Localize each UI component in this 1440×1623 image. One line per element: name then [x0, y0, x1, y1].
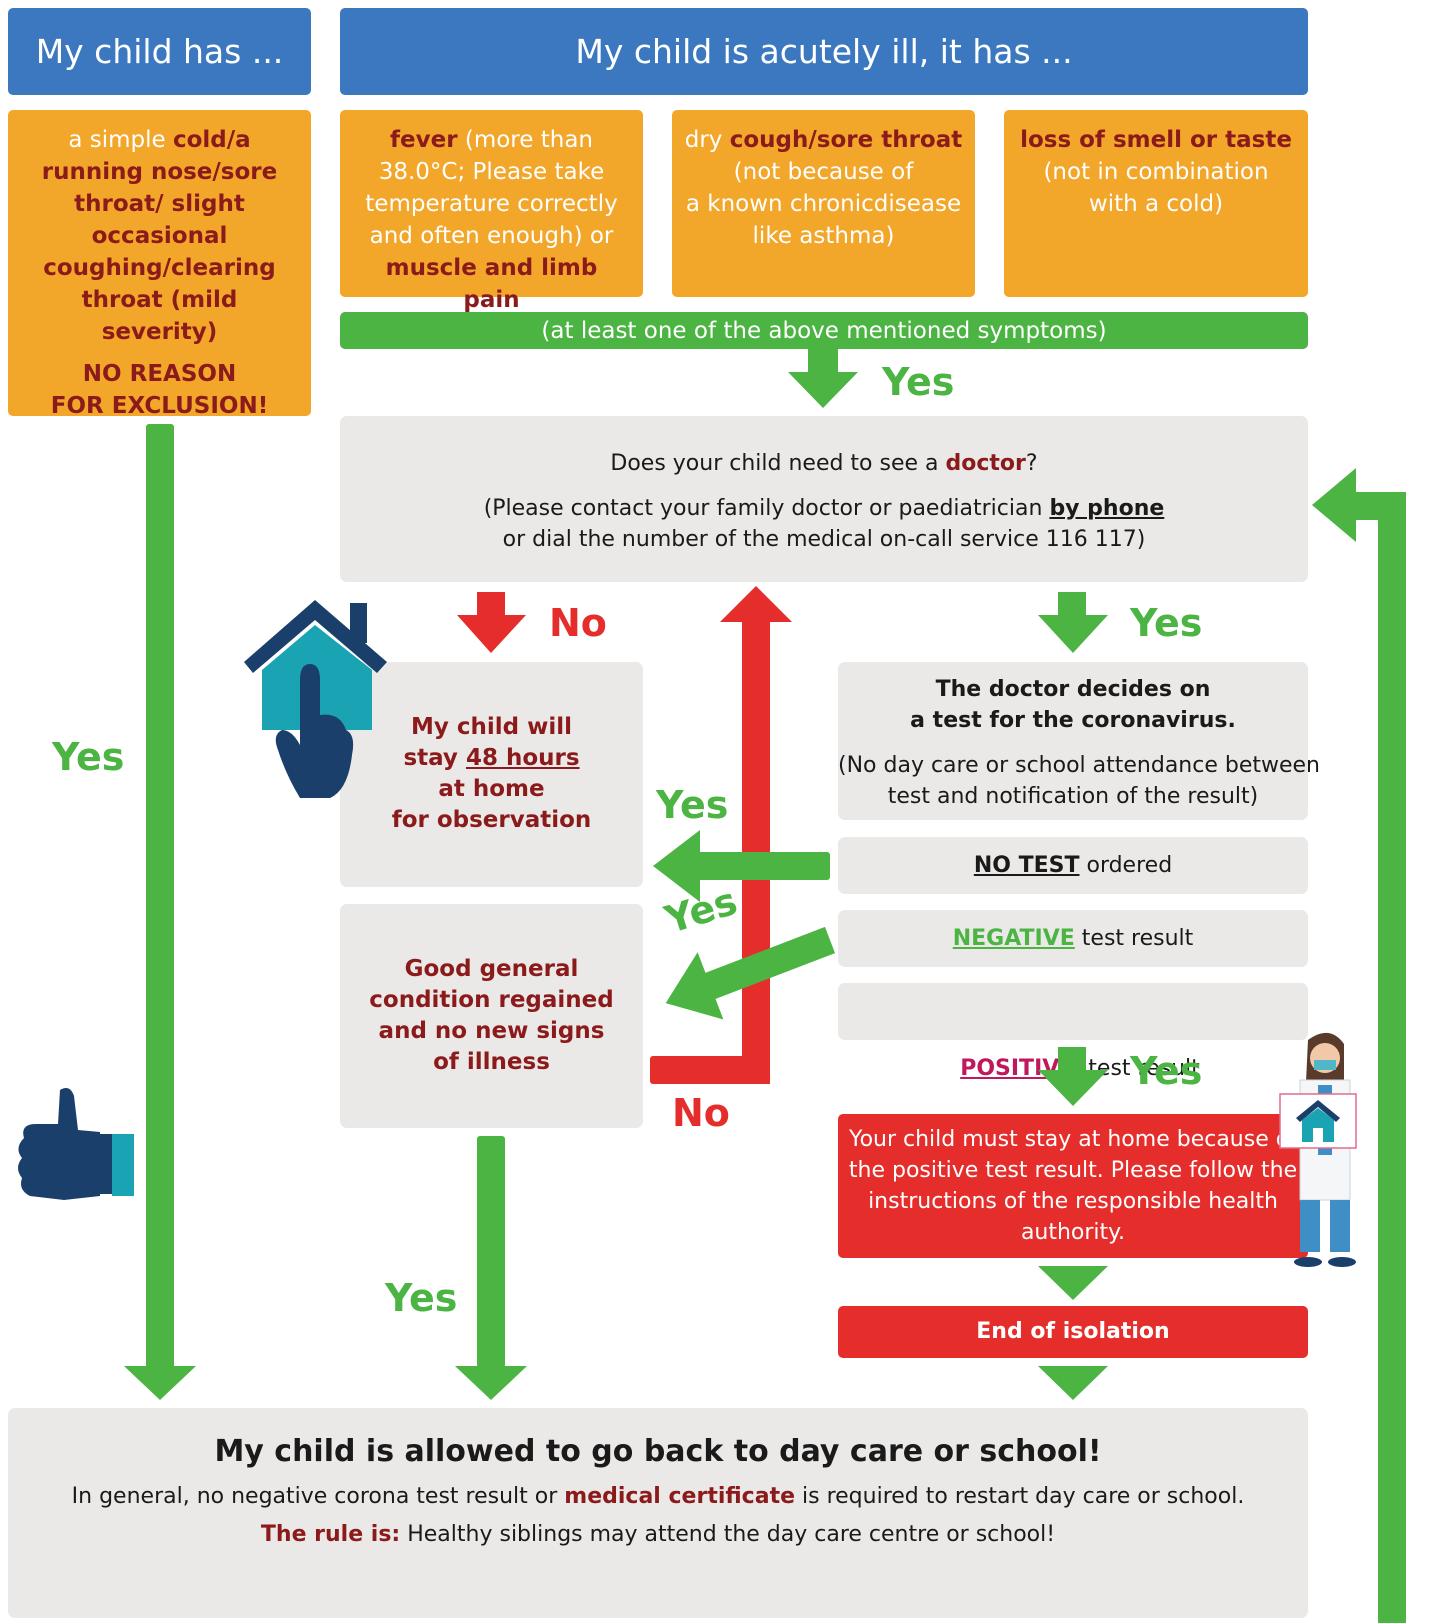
good-line-4: of illness	[433, 1049, 550, 1075]
no-reason-label: NO REASON	[82, 361, 237, 387]
certificate-text-2: is required to restart day care or schoo…	[795, 1484, 1245, 1509]
cough-note-3: like asthma)	[752, 223, 895, 249]
doctor-no-label: No	[549, 601, 607, 645]
for-exclusion-label: FOR EXCLUSION!	[50, 393, 269, 419]
positive-yes-label: Yes	[1130, 1049, 1203, 1093]
fever-label: fever	[390, 127, 458, 153]
no-test-label: NO TEST	[973, 853, 1080, 878]
thumbs-up-icon	[18, 1088, 134, 1200]
left-yes-arrow-shaft	[146, 424, 174, 1368]
good-line-1: Good general	[404, 956, 579, 982]
good-line-2: condition regained	[369, 987, 614, 1013]
doctor-question: Does your child need to see a	[610, 451, 946, 476]
doctor-yes-arrow-head	[1038, 615, 1108, 653]
home-line-4: for observation	[391, 807, 592, 833]
test-line-4: test and notification of the result)	[887, 784, 1259, 809]
good-yes-arrow-head	[455, 1366, 527, 1400]
negative-text: test result	[1074, 926, 1194, 951]
symptom-yes-arrow-shaft	[808, 349, 838, 374]
on-call-text: or dial the number of the medical on-cal…	[502, 527, 1146, 552]
home-line-2: stay	[403, 745, 466, 771]
back-to-school-title: My child is allowed to go back to day ca…	[214, 1434, 1102, 1469]
test-line-1: The doctor decides on	[935, 677, 1211, 702]
certificate-text-1: In general, no negative corona test resu…	[71, 1484, 565, 1509]
left-yes-label: Yes	[52, 735, 125, 779]
cough-box: dry cough/sore throat (not because of a …	[672, 110, 975, 297]
good-yes-arrow-shaft	[477, 1136, 505, 1368]
left-yes-arrow-head	[124, 1366, 196, 1400]
rule-label: The rule is:	[260, 1522, 401, 1547]
good-yes-label: Yes	[385, 1276, 458, 1320]
48-hours: 48 hours	[465, 745, 580, 771]
symptom-bar: (at least one of the above mentioned sym…	[340, 312, 1308, 349]
right-return-arrow-head	[1312, 468, 1356, 542]
good-condition-box: Good general condition regained and no n…	[340, 904, 643, 1128]
home-line-3: at home	[438, 776, 545, 802]
negative-yes-label: Yes	[660, 878, 743, 943]
red-return-arrow-vertical	[742, 620, 770, 1084]
mild-symptoms-text: a simple	[68, 127, 173, 153]
end-arrow-head	[1038, 1366, 1108, 1400]
red-return-arrow-horizontal	[650, 1056, 770, 1084]
good-line-3: and no new signs	[378, 1018, 605, 1044]
test-line-3: (No day care or school attendance betwee…	[838, 753, 1321, 778]
test-line-2: a test for the coronavirus.	[910, 708, 1236, 733]
home-observation-box: My child will stay 48 hours at home for …	[340, 662, 643, 887]
test-decision-box: The doctor decides on a test for the cor…	[838, 662, 1321, 820]
smell-label: loss of smell or taste	[1020, 127, 1292, 153]
smell-box: loss of smell or taste (not in combinati…	[1004, 110, 1308, 297]
smell-note-2: with a cold)	[1088, 191, 1224, 217]
isolation-arrow-head	[1038, 1266, 1108, 1300]
by-phone: by phone	[1049, 496, 1165, 521]
doctor-no-arrow-head	[457, 615, 526, 653]
doctor-question-mark: ?	[1025, 451, 1038, 476]
negative-box: NEGATIVE test result	[838, 910, 1308, 967]
cough-prefix: dry	[684, 127, 730, 153]
doctor-question-box: Does your child need to see a doctor? (P…	[340, 416, 1308, 582]
good-no-label: No	[672, 1091, 730, 1135]
doctor-yes-arrow-shaft	[1058, 592, 1086, 618]
no-test-yes-label: Yes	[656, 783, 729, 827]
doctor-word: doctor	[945, 451, 1026, 476]
doctor-no-arrow-shaft	[477, 592, 505, 618]
cough-note-2: a known chronicdisease	[685, 191, 962, 217]
isolation-box: Your child must stay at home because of …	[838, 1114, 1308, 1258]
cough-label: cough/sore throat	[729, 127, 963, 153]
back-to-school-box: My child is allowed to go back to day ca…	[8, 1408, 1308, 1618]
cough-note-1: (not because of	[733, 159, 914, 185]
doctor-yes-label: Yes	[1130, 601, 1203, 645]
no-test-arrow-shaft	[698, 852, 830, 880]
no-test-text: ordered	[1079, 853, 1173, 878]
positive-box: POSITIVE test result	[838, 983, 1308, 1081]
symptom-yes-arrow-head	[788, 372, 858, 408]
mild-symptoms-box: a simple cold/a running nose/sore throat…	[8, 110, 311, 419]
symptom-yes-label: Yes	[882, 360, 955, 404]
rule-text: Healthy siblings may attend the day care…	[400, 1522, 1056, 1547]
muscle-pain-label: muscle and limb pain	[385, 255, 598, 313]
mild-symptoms-list: cold/a running nose/sore throat/ slight …	[41, 127, 278, 345]
end-isolation-box: End of isolation	[838, 1306, 1308, 1358]
negative-label: NEGATIVE	[952, 926, 1075, 951]
home-line-1: My child will	[410, 714, 573, 740]
no-test-box: NO TEST ordered	[838, 837, 1308, 894]
right-return-arrow-vertical	[1378, 492, 1406, 1623]
red-return-arrow-head	[720, 586, 792, 622]
right-return-arrow-horizontal	[1350, 492, 1406, 520]
header-left: My child has ...	[8, 8, 311, 95]
contact-text: (Please contact your family doctor or pa…	[483, 496, 1050, 521]
positive-label: POSITIVE	[960, 1056, 1075, 1081]
smell-note-1: (not in combination	[1043, 159, 1269, 185]
medical-certificate: medical certificate	[564, 1484, 796, 1509]
header-right: My child is acutely ill, it has ...	[340, 8, 1308, 95]
fever-box: fever (more than 38.0°C; Please take tem…	[340, 110, 643, 313]
fever-text: (more than 38.0°C; Please take temperatu…	[365, 127, 618, 249]
